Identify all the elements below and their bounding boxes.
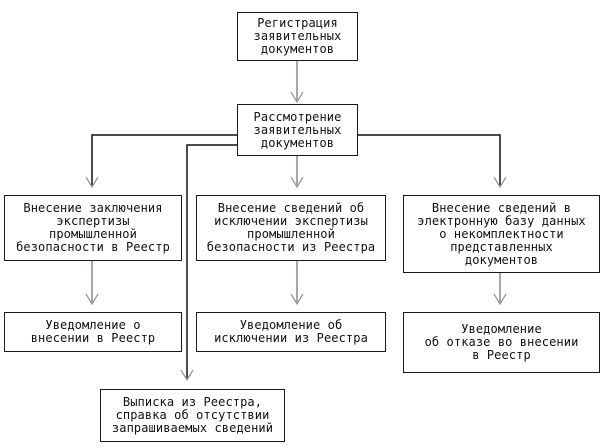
node-notice-added: Уведомление о внесении в Реестр — [4, 312, 182, 352]
node-notice-excluded: Уведомление об исключении из Реестра — [196, 312, 386, 352]
node-label: Выписка из Реестра, справка об отсутстви… — [111, 395, 274, 435]
arrowhead-icon — [290, 91, 304, 104]
node-label: Внесение сведений в электронную базу дан… — [417, 200, 586, 267]
arrowhead-icon — [85, 176, 99, 189]
edge-review-incomplete-docs — [357, 134, 501, 185]
node-label: Уведомление об отказе во внесении в Реес… — [424, 322, 579, 362]
arrowhead-icon — [180, 369, 194, 382]
node-exclude-info: Внесение сведений об исключении эксперти… — [196, 195, 386, 261]
node-review: Рассмотрение заявительных документов — [237, 104, 358, 156]
node-label: Уведомление об исключении из Реестра — [214, 318, 368, 345]
node-label: Уведомление о внесении в Реестр — [30, 318, 156, 345]
arrowhead-icon — [493, 176, 507, 189]
node-notice-refusal: Уведомление об отказе во внесении в Реес… — [403, 312, 600, 373]
node-label: Внесение сведений об исключении эксперти… — [206, 201, 376, 254]
node-label: Регистрация заявительных документов — [253, 16, 342, 56]
arrowhead-icon — [290, 176, 304, 189]
edge-review-registry-extract — [186, 144, 237, 378]
node-registry-extract: Выписка из Реестра, справка об отсутстви… — [100, 389, 285, 442]
node-incomplete-docs: Внесение сведений в электронную базу дан… — [403, 195, 600, 273]
node-label: Рассмотрение заявительных документов — [253, 109, 342, 150]
edge-review-add-conclusion — [91, 134, 237, 185]
node-label: Внесение заключения экспертизы промышлен… — [16, 201, 170, 254]
node-add-conclusion: Внесение заключения экспертизы промышлен… — [4, 195, 182, 261]
node-registration: Регистрация заявительных документов — [237, 12, 358, 61]
arrowhead-icon — [290, 293, 304, 306]
arrowhead-icon — [493, 293, 507, 306]
arrowhead-icon — [85, 293, 99, 306]
